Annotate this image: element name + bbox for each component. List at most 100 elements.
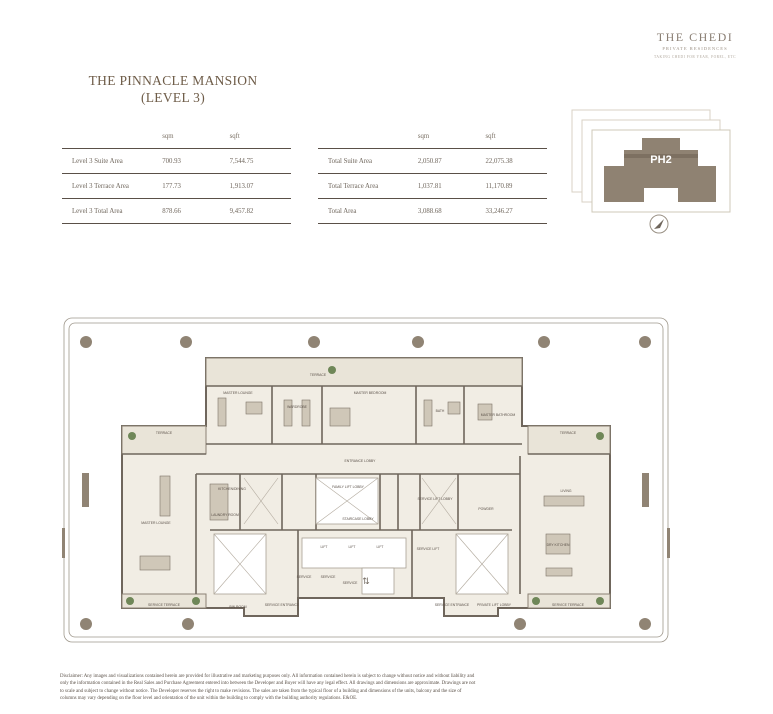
plant-icon (128, 432, 136, 440)
room-label: SERVICE LIFT (417, 547, 440, 551)
row-sqm: 878.66 (161, 198, 229, 224)
room-label: LIFT (349, 545, 356, 549)
page-title: THE PINNACLE MANSION (LEVEL 3) (78, 72, 268, 106)
room-label: SERVICE (321, 575, 337, 579)
bath-fixture-icon (477, 403, 493, 421)
room-label: SERVICE ENTRANCE (265, 603, 300, 607)
room-label: LIVING (560, 489, 571, 493)
sqm-header: sqm (162, 132, 174, 140)
brand-name: THE CHEDI (656, 30, 734, 44)
room-label: POWDER (478, 507, 494, 511)
room-label: SERVICE LIFT LOBBY (418, 497, 454, 501)
table-row: Total Terrace Area 1,037.81 11,170.89 (318, 173, 547, 199)
column (639, 336, 651, 348)
room-label: MASTER BATHROOM (481, 413, 516, 417)
row-label: Total Suite Area (318, 148, 417, 174)
total-area-table: sqm sqft Total Suite Area 2,050.87 22,07… (318, 124, 547, 224)
table-row: Level 3 Suite Area 700.93 7,544.75 (62, 148, 291, 174)
room-label: MASTER LOUNGE (141, 521, 171, 525)
stair-hatching (213, 477, 509, 595)
service-terrace-right (527, 593, 611, 609)
table-header-row: sqm sqft (62, 124, 291, 149)
row-label: Level 3 Terrace Area (62, 173, 162, 199)
living-sofa-icon (543, 495, 585, 507)
lift-bank (301, 537, 407, 569)
key-plan-core (624, 154, 698, 158)
disclaimer: Disclaimer: Any images and visualization… (60, 674, 476, 701)
bed-icon (329, 407, 351, 427)
column (412, 336, 424, 348)
row-label: Level 3 Total Area (62, 198, 162, 224)
service-lift-shaft (361, 567, 395, 595)
key-plan-label: PH2 (650, 154, 671, 166)
sofa-icon (217, 397, 227, 427)
lounge-sofa-icon (139, 555, 171, 571)
plant-icon (192, 597, 200, 605)
row-sqft: 11,170.89 (484, 173, 547, 199)
living-bench-icon (545, 567, 573, 577)
key-plan: PH2 (571, 109, 731, 234)
plant-icon (596, 597, 604, 605)
bath-vanity-icon (423, 399, 433, 427)
column (308, 336, 320, 348)
row-sqft: 22,075.38 (484, 148, 547, 174)
room-label: ENTRANCE LOBBY (345, 459, 377, 463)
column (80, 336, 92, 348)
row-sqft: 9,457.82 (228, 198, 291, 224)
room-label: SERVICE (297, 575, 313, 579)
row-label: Level 3 Suite Area (62, 148, 162, 174)
table-row: Level 3 Total Area 878.66 9,457.82 (62, 198, 291, 224)
room-label: TERRACE (560, 431, 577, 435)
column (639, 618, 651, 630)
room-labels: TERRACE MASTER LOUNGE WARDROBE MASTER BE… (141, 373, 584, 609)
table-row: Level 3 Terrace Area 177.73 1,913.07 (62, 173, 291, 199)
column (514, 618, 526, 630)
row-sqm: 177.73 (161, 173, 229, 199)
furniture (139, 397, 585, 577)
row-sqm: 2,050.87 (416, 148, 485, 174)
kitchen-counter-icon (209, 483, 229, 521)
room-label: BIN ROOM (229, 605, 246, 609)
row-sqm: 700.93 (161, 148, 229, 174)
plants (126, 366, 604, 605)
room-label: STAIRCASE LOBBY (342, 517, 374, 521)
title-line-1: THE PINNACLE MANSION (88, 73, 258, 88)
title-line-2: (LEVEL 3) (140, 90, 206, 105)
row-label: Total Terrace Area (318, 173, 417, 199)
room-label: SERVICE ENTRANCE (435, 603, 470, 607)
service-lift-arrows-icon: ⇅ (362, 576, 370, 586)
room-label: WARDROBE (287, 405, 308, 409)
terrace-left (121, 425, 207, 455)
columns (80, 336, 651, 630)
sqm-header: sqm (417, 132, 430, 140)
sqft-header: sqft (485, 132, 496, 140)
floor-plan: TERRACE MASTER LOUNGE WARDROBE MASTER BE… (62, 317, 670, 643)
row-label: Total Area (318, 198, 417, 224)
room-label: BATH (436, 409, 445, 413)
service-terrace-left (121, 593, 207, 609)
brand-logo: THE CHEDI PRIVATE RESIDENCES TAKING CHED… (640, 30, 750, 59)
room-label: LAUNDRY ROOM (211, 513, 239, 517)
terrace-top (205, 357, 523, 387)
row-sqft: 1,913.07 (228, 173, 291, 199)
room-label: TERRACE (156, 431, 173, 435)
table-header-row: sqm sqft (318, 124, 547, 149)
north-arrow-pointer (654, 219, 664, 229)
dry-kitchen-island-icon (545, 533, 571, 555)
brand-tagline: TAKING CHEDI FOR YEAR, FOREL, ETC (653, 55, 737, 59)
plant-icon (126, 597, 134, 605)
sqft-header: sqft (229, 132, 240, 140)
terrace-right (527, 425, 611, 455)
room-label: SERVICE TERRACE (148, 603, 181, 607)
side-walls (62, 473, 670, 558)
interior-walls (122, 385, 610, 598)
wardrobe-unit-icon (283, 399, 293, 427)
plant-icon (532, 597, 540, 605)
room-label: PRIVATE LIFT LOBBY (477, 603, 512, 607)
chair-icon (245, 401, 263, 415)
floor-plate-inner-outline (68, 322, 664, 638)
room-label: SERVICE (343, 581, 359, 585)
room-label: MASTER LOUNGE (223, 391, 253, 395)
row-sqft: 7,544.75 (228, 148, 291, 174)
row-sqm: 1,037.81 (416, 173, 485, 199)
